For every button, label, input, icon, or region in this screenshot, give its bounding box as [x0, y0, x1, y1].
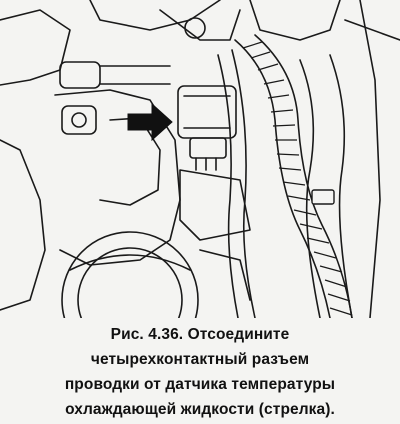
caption-line: четырехконтактный разъем	[90, 351, 310, 368]
caption-line: проводки от датчика температуры	[64, 376, 336, 393]
loom-clip	[311, 189, 335, 205]
figure-caption: Рис. 4.36. Отсоедините четырехконтактный…	[0, 322, 400, 422]
engine-illustration	[0, 0, 400, 318]
caption-line: охлаждающей жидкости (стрелка).	[65, 401, 335, 418]
pointer-arrow-icon	[127, 102, 173, 142]
caption-line: Рис. 4.36. Отсоедините	[110, 326, 290, 343]
